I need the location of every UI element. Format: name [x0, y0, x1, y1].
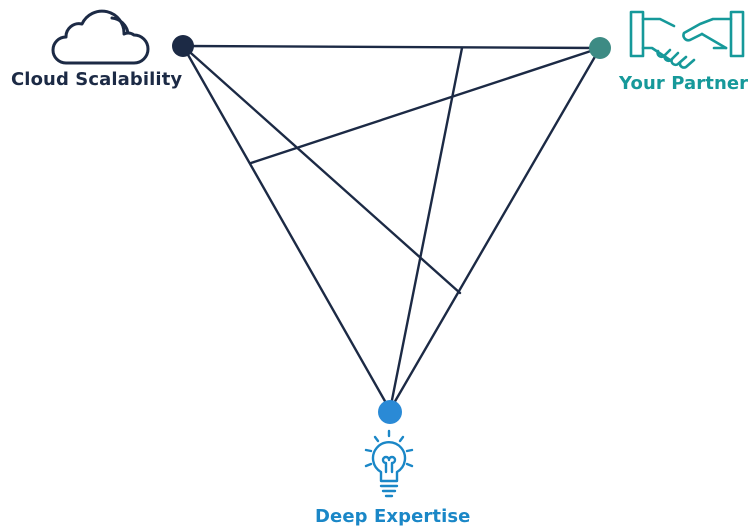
node-label-cloud-scalability: Cloud Scalability	[11, 69, 183, 90]
handshake-icon	[629, 10, 745, 69]
edge-cloud-expertise	[181, 44, 392, 412]
inner-line-partner-left	[249, 46, 602, 165]
node-label-deep-expertise: Deep Expertise	[315, 506, 471, 527]
node-partner-dot	[589, 37, 611, 59]
node-label-your-partner: Your Partner	[619, 73, 749, 94]
node-cloud-dot	[172, 35, 194, 57]
inner-line-top-to-expertise	[388, 46, 464, 412]
node-expertise-dot	[378, 400, 402, 424]
edge-cloud-partner	[181, 44, 602, 50]
inner-line-cloud-right	[181, 44, 462, 295]
connector-lines	[181, 44, 602, 412]
cloud-icon	[51, 9, 150, 65]
edge-partner-expertise	[388, 46, 602, 412]
lightbulb-icon	[364, 429, 414, 498]
